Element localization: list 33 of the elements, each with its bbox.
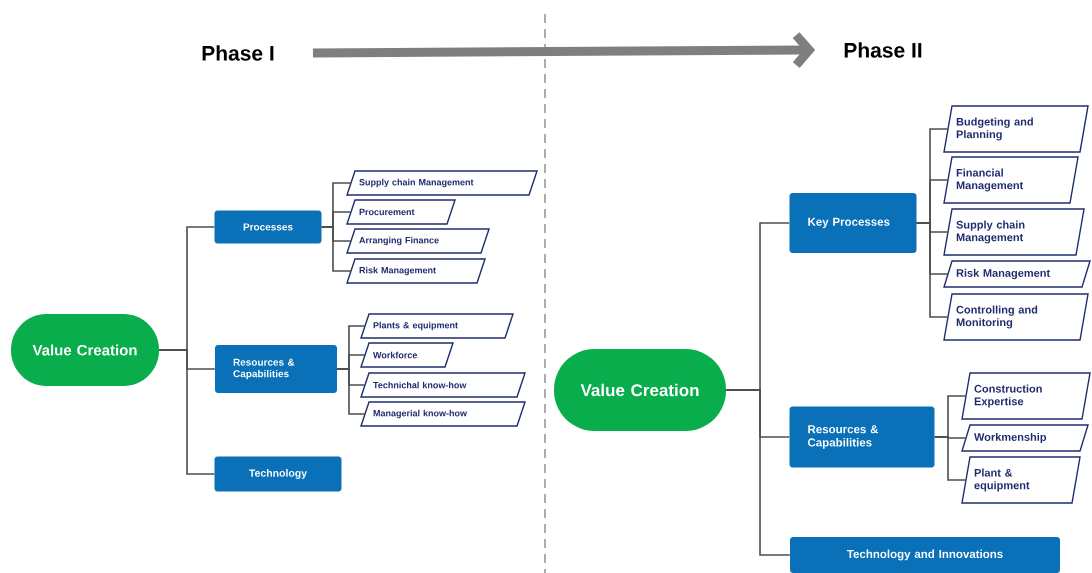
process-box: Technology and Innovations: [790, 537, 1060, 573]
phase-heading: Phase I: [202, 45, 274, 61]
connector-line: [158, 349, 216, 475]
process-box: Resources & Capabilities: [789, 406, 935, 468]
arrow: [312, 32, 816, 69]
connector-line: [336, 368, 366, 415]
parallelogram-box: Plants & equipment: [360, 313, 514, 339]
connector-line: [933, 436, 967, 481]
rounded-node: Value Creation: [554, 349, 726, 431]
parallelogram-box: Procurement: [346, 199, 456, 225]
parallelogram-box: Financial Management: [943, 156, 1079, 204]
connector-line: [915, 222, 949, 318]
parallelogram-box: Workforce: [360, 342, 454, 368]
parallelogram-box: Plant & equipment: [961, 456, 1081, 504]
parallelogram-box: Controlling and Monitoring: [943, 293, 1089, 341]
parallelogram-box: Workmenship: [961, 424, 1089, 452]
parallelogram-box: Technichal know-how: [360, 372, 526, 398]
process-box: Resources & Capabilities: [215, 345, 337, 393]
parallelogram-box: Arranging Finance: [346, 228, 490, 254]
parallelogram-box: Managerial know-how: [360, 401, 526, 427]
parallelogram-box: Risk Management: [346, 258, 486, 284]
process-box: Technology: [214, 456, 342, 492]
parallelogram-box: Risk Management: [943, 260, 1091, 288]
connector-line: [725, 389, 791, 556]
process-box: Key Processes: [789, 193, 917, 253]
parallelogram-box: Supply chain Management: [346, 170, 538, 196]
process-box: Processes: [214, 210, 322, 244]
parallelogram-box: Budgeting and Planning: [943, 105, 1089, 153]
rounded-node: Value Creation: [11, 314, 159, 386]
connector-line: [320, 226, 352, 272]
phase-heading: Phase II: [844, 42, 922, 58]
parallelogram-box: Construction Expertise: [961, 372, 1091, 420]
parallelogram-box: Supply chain Management: [943, 208, 1085, 256]
